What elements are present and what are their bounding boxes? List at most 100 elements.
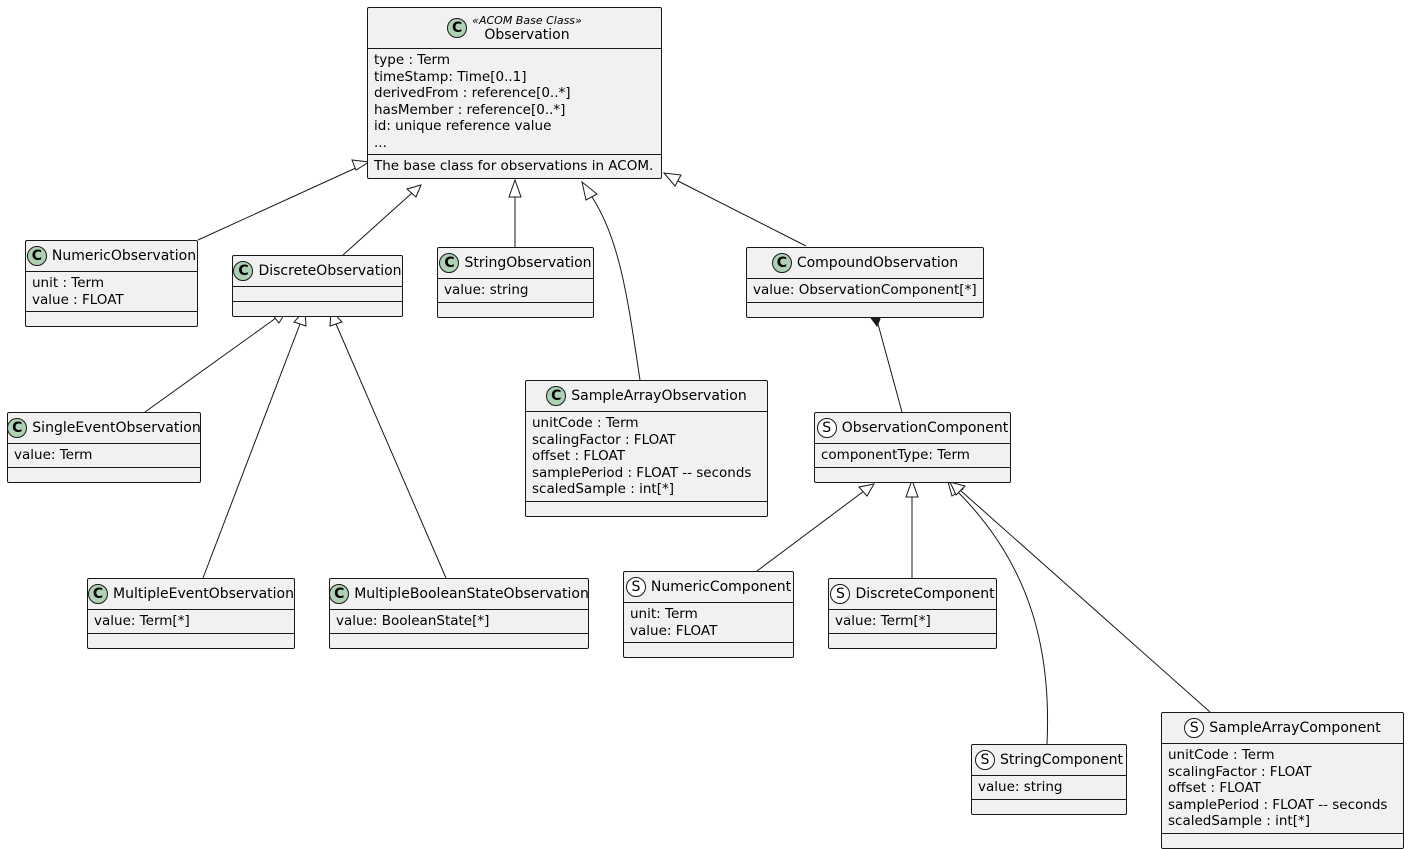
field-list: value: string [438, 278, 593, 302]
field-list: value: Term [8, 443, 200, 467]
class-header: C «ACOM Base Class» Observation [368, 8, 661, 48]
class-header: S NumericComponent [624, 572, 793, 602]
class-name: SampleArrayObservation [571, 388, 747, 404]
field: type : Term [374, 52, 451, 68]
method-section [88, 632, 294, 648]
struct-s-icon: S [625, 577, 646, 597]
inheritance-multiple-boolean-state-observation [335, 323, 447, 579]
class-compound-observation[interactable]: C CompoundObservation value: Observation… [746, 247, 984, 318]
class-c-icon: C [439, 253, 460, 273]
stereotype-label: «ACOM Base Class» [472, 14, 582, 27]
method-section [972, 798, 1126, 814]
class-name: StringObservation [464, 255, 592, 271]
class-name: SampleArrayComponent [1209, 720, 1381, 736]
method-section [526, 500, 767, 516]
field-list: unit: Term value: FLOAT [624, 602, 793, 642]
struct-discrete-component[interactable]: S DiscreteComponent value: Term[*] [828, 578, 997, 649]
class-header: S SampleArrayComponent [1162, 713, 1403, 743]
class-sample-array-observation[interactable]: C SampleArrayObservation unitCode : Term… [525, 380, 768, 517]
class-header: S StringComponent [972, 745, 1126, 775]
field-list: type : Term timeStamp: Time[0..1] derive… [368, 48, 661, 154]
class-c-icon: C [26, 246, 47, 266]
composition-compound-observation-component [877, 323, 903, 413]
class-multiple-event-observation[interactable]: C MultipleEventObservation value: Term[*… [87, 578, 295, 649]
class-c-icon: C [88, 584, 109, 604]
class-c-icon: C [233, 261, 254, 281]
field: unitCode : Term [532, 415, 639, 431]
class-name: NumericComponent [650, 579, 792, 595]
method-section [330, 632, 588, 648]
field: scalingFactor : FLOAT [1168, 763, 1312, 780]
struct-sample-array-component[interactable]: S SampleArrayComponent unitCode : Term s… [1161, 712, 1404, 849]
field: value: Term[*] [94, 613, 190, 629]
class-header: S ObservationComponent [815, 413, 1010, 443]
class-string-observation[interactable]: C StringObservation value: string [437, 247, 594, 318]
class-name: DiscreteObservation [258, 263, 402, 279]
field: offset : FLOAT [532, 448, 625, 464]
inheritance-numeric-component [756, 490, 865, 572]
field-list: unitCode : Term scalingFactor : FLOAT of… [1162, 743, 1403, 833]
struct-observation-component[interactable]: S ObservationComponent componentType: Te… [814, 412, 1011, 483]
class-header: C MultipleEventObservation [88, 579, 294, 609]
struct-s-icon: S [1184, 718, 1205, 738]
class-header: C StringObservation [438, 248, 593, 278]
field-list: unitCode : Term scalingFactor : FLOAT of… [526, 411, 767, 501]
field: componentType: Term [821, 447, 970, 463]
field: timeStamp: Time[0..1] [374, 68, 527, 85]
method-section [1162, 832, 1403, 848]
class-header: S DiscreteComponent [829, 579, 996, 609]
class-discrete-observation[interactable]: C DiscreteObservation [232, 255, 403, 317]
class-c-icon: C [771, 253, 792, 273]
inheritance-sample-array-component [959, 489, 1211, 713]
class-name: Observation [484, 27, 570, 43]
field-list: value: Term[*] [88, 609, 294, 633]
field-list: value: string [972, 775, 1126, 799]
field: samplePeriod : FLOAT -- seconds [532, 464, 752, 481]
class-name: SingleEventObservation [32, 420, 201, 436]
field-list: value: Term[*] [829, 609, 996, 633]
class-c-icon: C [7, 418, 28, 438]
class-c-icon: C [329, 584, 350, 604]
field: samplePeriod : FLOAT -- seconds [1168, 796, 1388, 813]
method-section [747, 301, 983, 317]
field: offset : FLOAT [1168, 780, 1261, 796]
class-header: C NumericObservation [26, 241, 197, 271]
field: id: unique reference value [374, 118, 552, 134]
class-multiple-boolean-state-observation[interactable]: C MultipleBooleanStateObservation value:… [329, 578, 589, 649]
method-section [438, 301, 593, 317]
field-list: unit : Term value : FLOAT [26, 271, 197, 311]
class-numeric-observation[interactable]: C NumericObservation unit : Term value :… [25, 240, 198, 327]
field: derivedFrom : reference[0..*] [374, 85, 571, 101]
struct-string-component[interactable]: S StringComponent value: string [971, 744, 1127, 815]
method-section: The base class for observations in ACOM. [368, 154, 661, 178]
field: value: ObservationComponent[*] [753, 282, 977, 298]
field: value: string [444, 282, 529, 298]
class-c-icon: C [447, 18, 468, 38]
method-section [815, 466, 1010, 482]
class-single-event-observation[interactable]: C SingleEventObservation value: Term [7, 412, 201, 483]
inheritance-sample-array-observation [591, 196, 641, 381]
struct-s-icon: S [974, 750, 995, 770]
method-section [8, 466, 200, 482]
inheritance-single-event-observation [144, 317, 277, 413]
class-name: CompoundObservation [796, 255, 959, 271]
class-description: The base class for observations in ACOM. [374, 158, 654, 174]
field: hasMember : reference[0..*] [374, 101, 566, 118]
field: ... [374, 134, 387, 151]
class-observation[interactable]: C «ACOM Base Class» Observation type : T… [367, 7, 662, 179]
field: unitCode : Term [1168, 747, 1275, 763]
class-name: NumericObservation [51, 248, 197, 264]
inheritance-discrete-observation [342, 192, 413, 256]
inheritance-multiple-event-observation [202, 323, 301, 579]
field: scaledSample : int[*] [1168, 813, 1310, 829]
class-name: DiscreteComponent [855, 586, 995, 602]
field-list: componentType: Term [815, 443, 1010, 467]
struct-numeric-component[interactable]: S NumericComponent unit: Term value: FLO… [623, 571, 794, 658]
class-header: C DiscreteObservation [233, 256, 402, 286]
method-section [624, 642, 793, 657]
class-header: C MultipleBooleanStateObservation [329, 579, 589, 609]
field: value: string [978, 779, 1063, 795]
class-name: ObservationComponent [841, 420, 1009, 436]
method-section [829, 632, 996, 648]
method-section [233, 301, 402, 316]
